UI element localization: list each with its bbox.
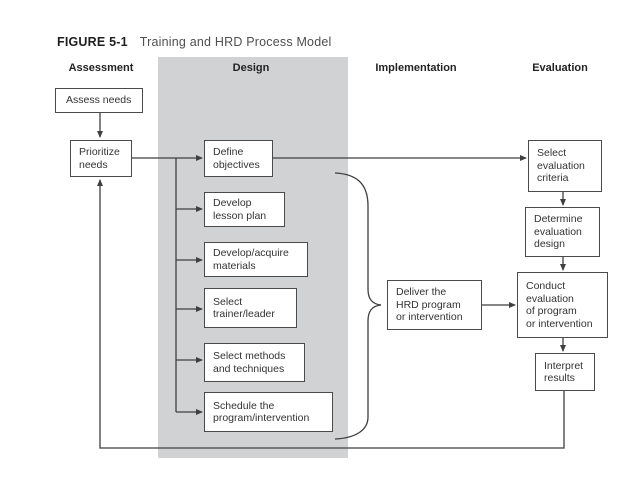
flow-box-label: Define objectives	[213, 146, 260, 171]
flow-box-label: Select trainer/leader	[213, 295, 275, 321]
flow-box-determine-evaluation-design: Determine evaluation design	[525, 207, 600, 257]
flow-box-prioritize-needs: Prioritize needs	[70, 140, 132, 177]
flow-box-develop-acquire-materials: Develop/acquire materials	[204, 242, 308, 277]
flow-box-label: Conduct evaluation of program or interve…	[526, 280, 593, 330]
figure-title: FIGURE 5-1 Training and HRD Process Mode…	[57, 35, 332, 49]
flow-box-select-trainer-leader: Select trainer/leader	[204, 288, 297, 328]
flow-box-select-evaluation-criteria: Select evaluation criteria	[528, 140, 602, 192]
flow-box-label: Prioritize needs	[79, 146, 120, 171]
flow-box-develop-lesson-plan: Develop lesson plan	[204, 192, 285, 227]
flow-box-label: Select evaluation criteria	[537, 147, 585, 185]
connector-feedback-loop	[97, 179, 565, 449]
flow-box-define-objectives: Define objectives	[204, 140, 273, 177]
flow-box-label: Schedule the program/intervention	[213, 399, 310, 425]
column-header-evaluation: Evaluation	[532, 62, 588, 74]
flow-box-interpret-results: Interpret results	[535, 353, 595, 391]
column-header-implementation: Implementation	[375, 62, 457, 74]
column-header-design: Design	[232, 62, 270, 74]
flow-box-label: Select methods and techniques	[213, 350, 286, 375]
figure-name-text: Training and HRD Process Model	[139, 35, 332, 49]
flow-box-label: Develop/acquire materials	[213, 247, 289, 272]
flow-box-deliver-program: Deliver the HRD program or intervention	[387, 280, 482, 330]
flow-box-assess-needs: Assess needs	[55, 88, 143, 113]
flow-box-label: Develop lesson plan	[213, 197, 267, 222]
brace-design-outputs	[334, 172, 382, 440]
flow-box-label: Determine evaluation design	[534, 213, 583, 251]
flow-box-label: Assess needs	[66, 94, 132, 107]
column-header-assessment: Assessment	[68, 62, 134, 74]
flow-box-select-methods-techniques: Select methods and techniques	[204, 343, 305, 382]
flow-box-schedule-program: Schedule the program/intervention	[204, 392, 333, 432]
flow-box-conduct-evaluation: Conduct evaluation of program or interve…	[517, 272, 608, 338]
flow-box-label: Interpret results	[544, 359, 584, 385]
figure-number-label: FIGURE 5-1	[57, 35, 128, 49]
flow-box-label: Deliver the HRD program or intervention	[396, 286, 463, 324]
